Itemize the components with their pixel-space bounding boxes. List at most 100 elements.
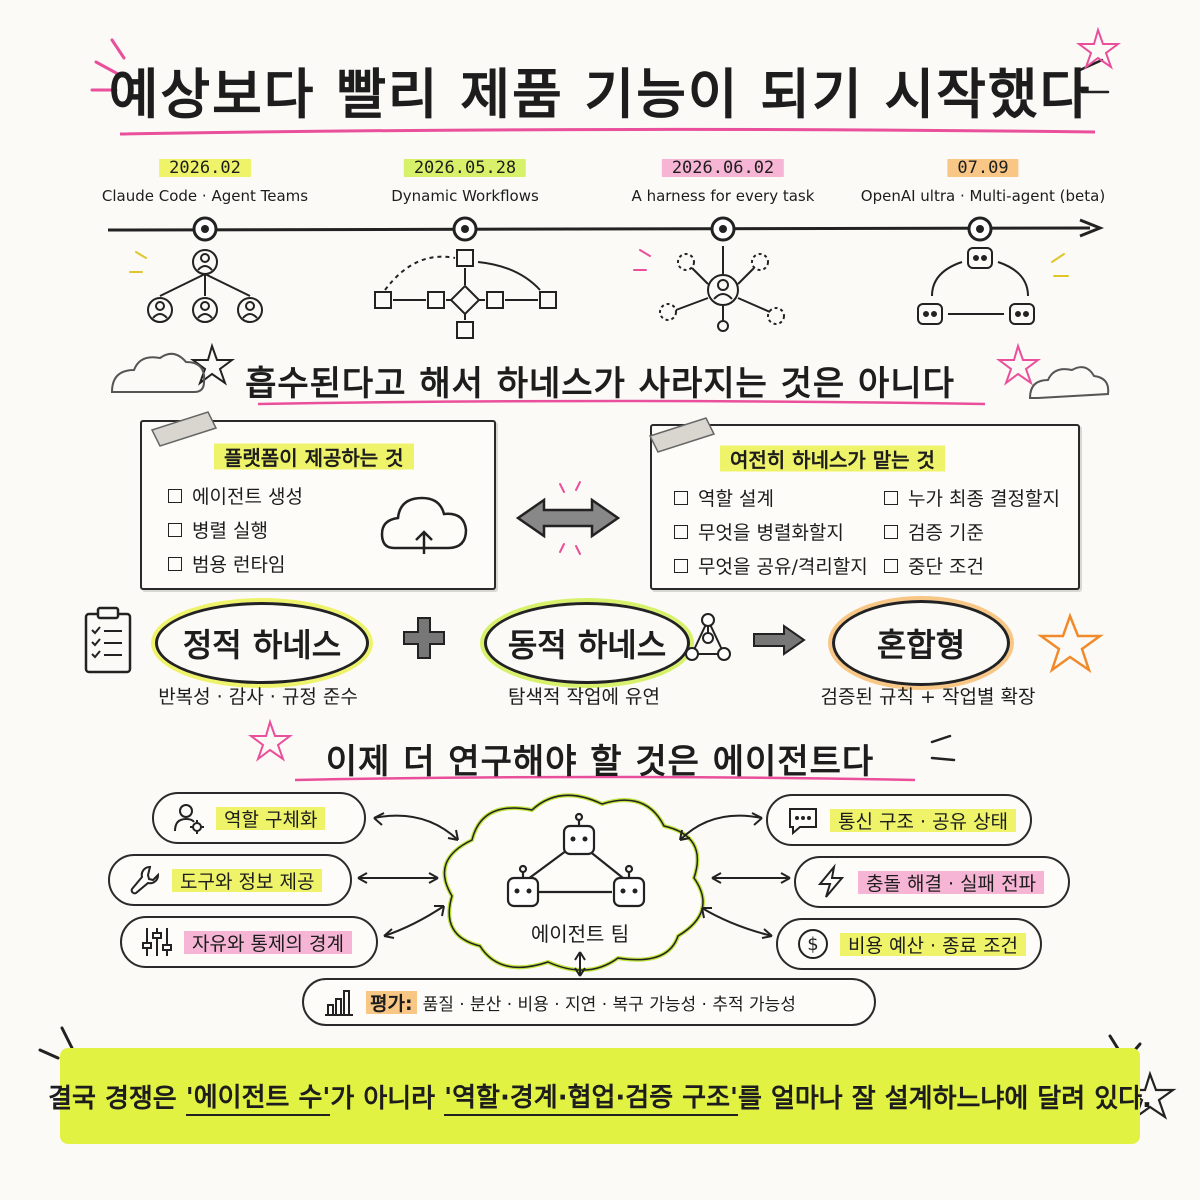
timeline-date-3: 2026.06.02 (661, 157, 785, 179)
pill-conflict-resolution: 충돌 해결 · 실패 전파 (794, 856, 1070, 908)
conclusion-part2: 가 아니라 (330, 1083, 445, 1114)
checkbox-icon (168, 488, 182, 503)
timeline-date-4: 07.09 (947, 157, 1019, 179)
cloud-upload-icon (380, 496, 468, 554)
section3-underline (294, 775, 916, 782)
evaluation-bar: 평가: 품질 · 분산 · 비용 · 지연 · 복구 가능성 · 추적 가능성 (302, 978, 876, 1026)
checkbox-icon (674, 490, 688, 505)
checkbox-icon (674, 524, 688, 539)
hub-icon (659, 246, 785, 332)
pill-label: 역할 구체화 (216, 803, 326, 833)
pill-freedom-control: 자유와 통제의 경계 (120, 916, 378, 968)
platform-item: 에이전트 생성 (168, 482, 303, 509)
cloud-icon (110, 352, 206, 393)
tape-decoration (150, 411, 218, 447)
star-icon (996, 342, 1041, 386)
double-arrow-icon (515, 481, 621, 555)
timeline-node (710, 216, 736, 242)
star-icon (248, 718, 293, 762)
platform-item: 병렬 실행 (168, 516, 268, 543)
pill-communication: 통신 구조 · 공유 상태 (766, 794, 1032, 846)
hybrid-harness-desc: 검증된 규칙 + 작업별 확장 (820, 686, 1036, 708)
timeline-label-3: A harness for every task (631, 187, 815, 205)
page-title: 예상보다 빨리 제품 기능이 되기 시작했다 (108, 63, 1092, 126)
checkbox-icon (884, 558, 898, 573)
evaluation-text: 품질 · 분산 · 비용 · 지연 · 복구 가능성 · 추적 가능성 (422, 994, 796, 1015)
harness-box: 여전히 하네스가 맡는 것 역할 설계 무엇을 병렬화할지 무엇을 공유/격리할… (648, 417, 1080, 590)
dynamic-harness-oval: 동적 하네스 (484, 602, 690, 684)
harness-item: 무엇을 공유/격리할지 (674, 552, 868, 579)
highlight-rays (129, 251, 1069, 277)
timeline-date-2: 2026.05.28 (403, 157, 527, 179)
wrench-icon (130, 866, 159, 895)
pill-tools-info: 도구와 정보 제공 (108, 854, 352, 906)
evaluation-prefix: 평가: (366, 987, 417, 1017)
star-icon (1037, 612, 1104, 674)
agent-team-label: 에이전트 팀 (530, 922, 630, 946)
platform-item: 범용 런타임 (168, 550, 285, 577)
harness-box-heading: 여전히 하네스가 맡는 것 (720, 442, 945, 475)
harness-item: 누가 최종 결정할지 (884, 484, 1060, 511)
harness-item: 역할 설계 (674, 484, 774, 511)
star-icon (190, 342, 235, 386)
platform-box: 플랫폼이 제공하는 것 에이전트 생성 병렬 실행 범용 런타임 (140, 411, 496, 590)
timeline-date-1: 2026.02 (159, 157, 251, 179)
title-accent-left (90, 38, 126, 92)
svg-text:$: $ (807, 934, 818, 955)
timeline-node (192, 216, 218, 242)
user-gear-icon (174, 804, 204, 834)
conclusion-quote2: '역할·경계·협업·검증 구조' (444, 1077, 738, 1116)
agent-robots-icon (917, 247, 1035, 325)
conclusion-part1: 결국 경쟁은 (48, 1083, 186, 1114)
timeline-label-2: Dynamic Workflows (391, 187, 539, 205)
platform-box-heading: 플랫폼이 제공하는 것 (214, 440, 414, 473)
checkbox-icon (674, 558, 688, 573)
star-icon (1076, 26, 1121, 70)
section3-title: 이제 더 연구해야 할 것은 에이전트다 (325, 742, 875, 782)
cloud-icon (1028, 366, 1110, 399)
org-tree-icon (147, 249, 263, 323)
conclusion-part3: 를 얼마나 잘 설계하느냐에 달려 있다. (737, 1083, 1152, 1114)
static-harness-oval: 정적 하네스 (155, 602, 369, 684)
pill-label: 비용 예산 · 종료 조건 (840, 929, 1027, 959)
conclusion-quote1: '에이전트 수' (185, 1077, 331, 1116)
harness-item: 검증 기준 (884, 518, 984, 545)
right-arrow-icon (753, 624, 806, 656)
timeline-axis (107, 216, 1105, 339)
dynamic-harness-desc: 탐색적 작업에 유연 (508, 686, 660, 708)
highlight-rays-pink (633, 249, 651, 271)
sliders-icon (142, 928, 172, 956)
network-node-icon (685, 613, 731, 661)
dollar-icon: $ (798, 929, 828, 959)
pill-label: 통신 구조 · 공유 상태 (830, 805, 1017, 835)
pill-role-specification: 역할 구체화 (152, 792, 366, 844)
chat-icon (789, 808, 817, 836)
pill-label: 자유와 통제의 경계 (184, 927, 352, 957)
tape-decoration (648, 417, 716, 453)
agent-team-cloud (442, 793, 705, 973)
section2-underline (257, 399, 986, 406)
plus-icon (403, 617, 445, 659)
harness-item: 무엇을 병렬화할지 (674, 518, 844, 545)
title-underline (119, 127, 1096, 136)
section3-accent (930, 734, 956, 762)
static-harness-desc: 반복성 · 감사 · 규정 준수 (158, 686, 358, 708)
pill-budget: $ 비용 예산 · 종료 조건 (776, 918, 1042, 970)
clipboard-checklist-icon (84, 606, 132, 674)
bar-chart-icon (325, 990, 353, 1016)
checkbox-icon (884, 490, 898, 505)
connector-arrows (357, 812, 791, 977)
checkbox-icon (168, 556, 182, 571)
harness-item: 중단 조건 (884, 552, 984, 579)
timeline-label-1: Claude Code · Agent Teams (101, 187, 309, 205)
pill-label: 도구와 정보 제공 (172, 865, 323, 895)
conclusion-banner: 결국 경쟁은 '에이전트 수' 가 아니라 '역할·경계·협업·검증 구조' 를… (48, 1048, 1152, 1144)
workflow-icon (374, 249, 557, 339)
agent-team-robots-icon (506, 812, 646, 908)
checkbox-icon (168, 522, 182, 537)
timeline-node (967, 216, 993, 242)
hybrid-harness-oval: 혼합형 (832, 600, 1010, 686)
lightning-icon (817, 863, 845, 898)
checkbox-icon (884, 524, 898, 539)
